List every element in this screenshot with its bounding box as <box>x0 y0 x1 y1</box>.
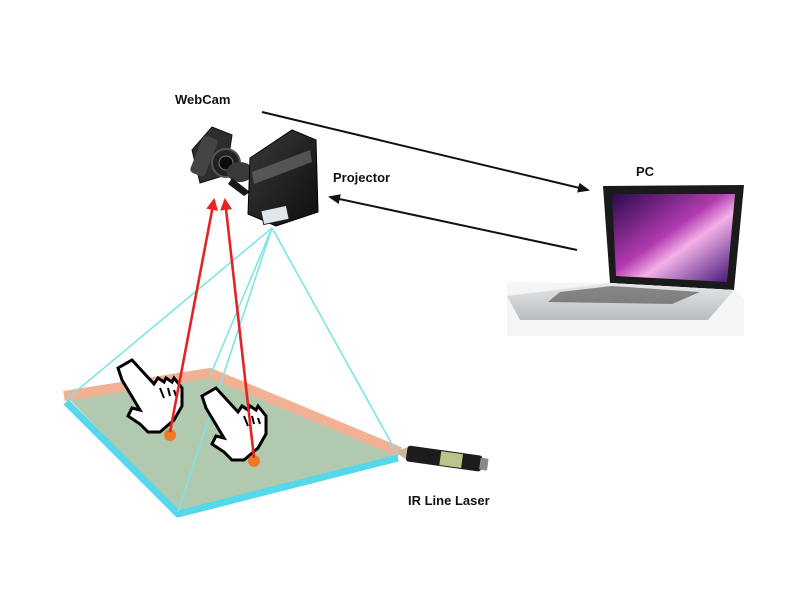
ir-reflection-beams <box>168 198 256 459</box>
laptop-icon <box>507 185 744 336</box>
pc-to-projector-arrow <box>328 194 578 251</box>
touch-point <box>248 455 260 467</box>
pointing-hand-icon <box>200 386 268 462</box>
pointing-hand-icon <box>116 358 184 434</box>
webcam-to-pc-arrow <box>261 111 590 193</box>
ir-laser-label: IR Line Laser <box>408 493 490 508</box>
projector-label: Projector <box>333 170 391 185</box>
webcam-icon <box>190 126 253 196</box>
ir-laser-icon <box>398 445 489 472</box>
webcam-label: WebCam <box>175 92 231 107</box>
touch-point <box>164 429 176 441</box>
projection-beam <box>67 227 399 513</box>
projector-icon <box>247 129 319 227</box>
pc-label: PC <box>636 164 655 179</box>
